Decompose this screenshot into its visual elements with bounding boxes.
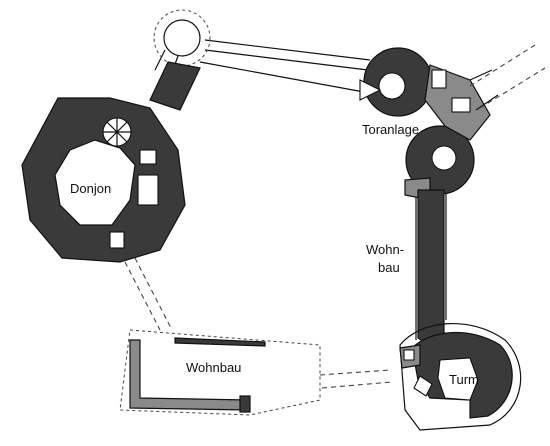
wohnbau-south	[129, 337, 266, 413]
curtain-walls	[119, 39, 447, 416]
label-wohnbau-south: Wohnbau	[186, 360, 241, 375]
label-toranlage: Toranlage	[362, 122, 419, 137]
donjon-keep	[21, 97, 186, 263]
label-wohnbau-east-line1: Wohn-	[366, 242, 404, 257]
turm-tower	[399, 323, 522, 431]
round-tower-ruin	[153, 9, 211, 67]
label-donjon: Donjon	[70, 181, 111, 196]
gatehouse-toranlage	[359, 44, 546, 201]
label-turm: Turm	[449, 372, 479, 387]
wohnbau-east	[417, 189, 445, 346]
label-wohnbau-east-line2: bau	[378, 260, 400, 275]
north-link-wall	[149, 61, 201, 111]
